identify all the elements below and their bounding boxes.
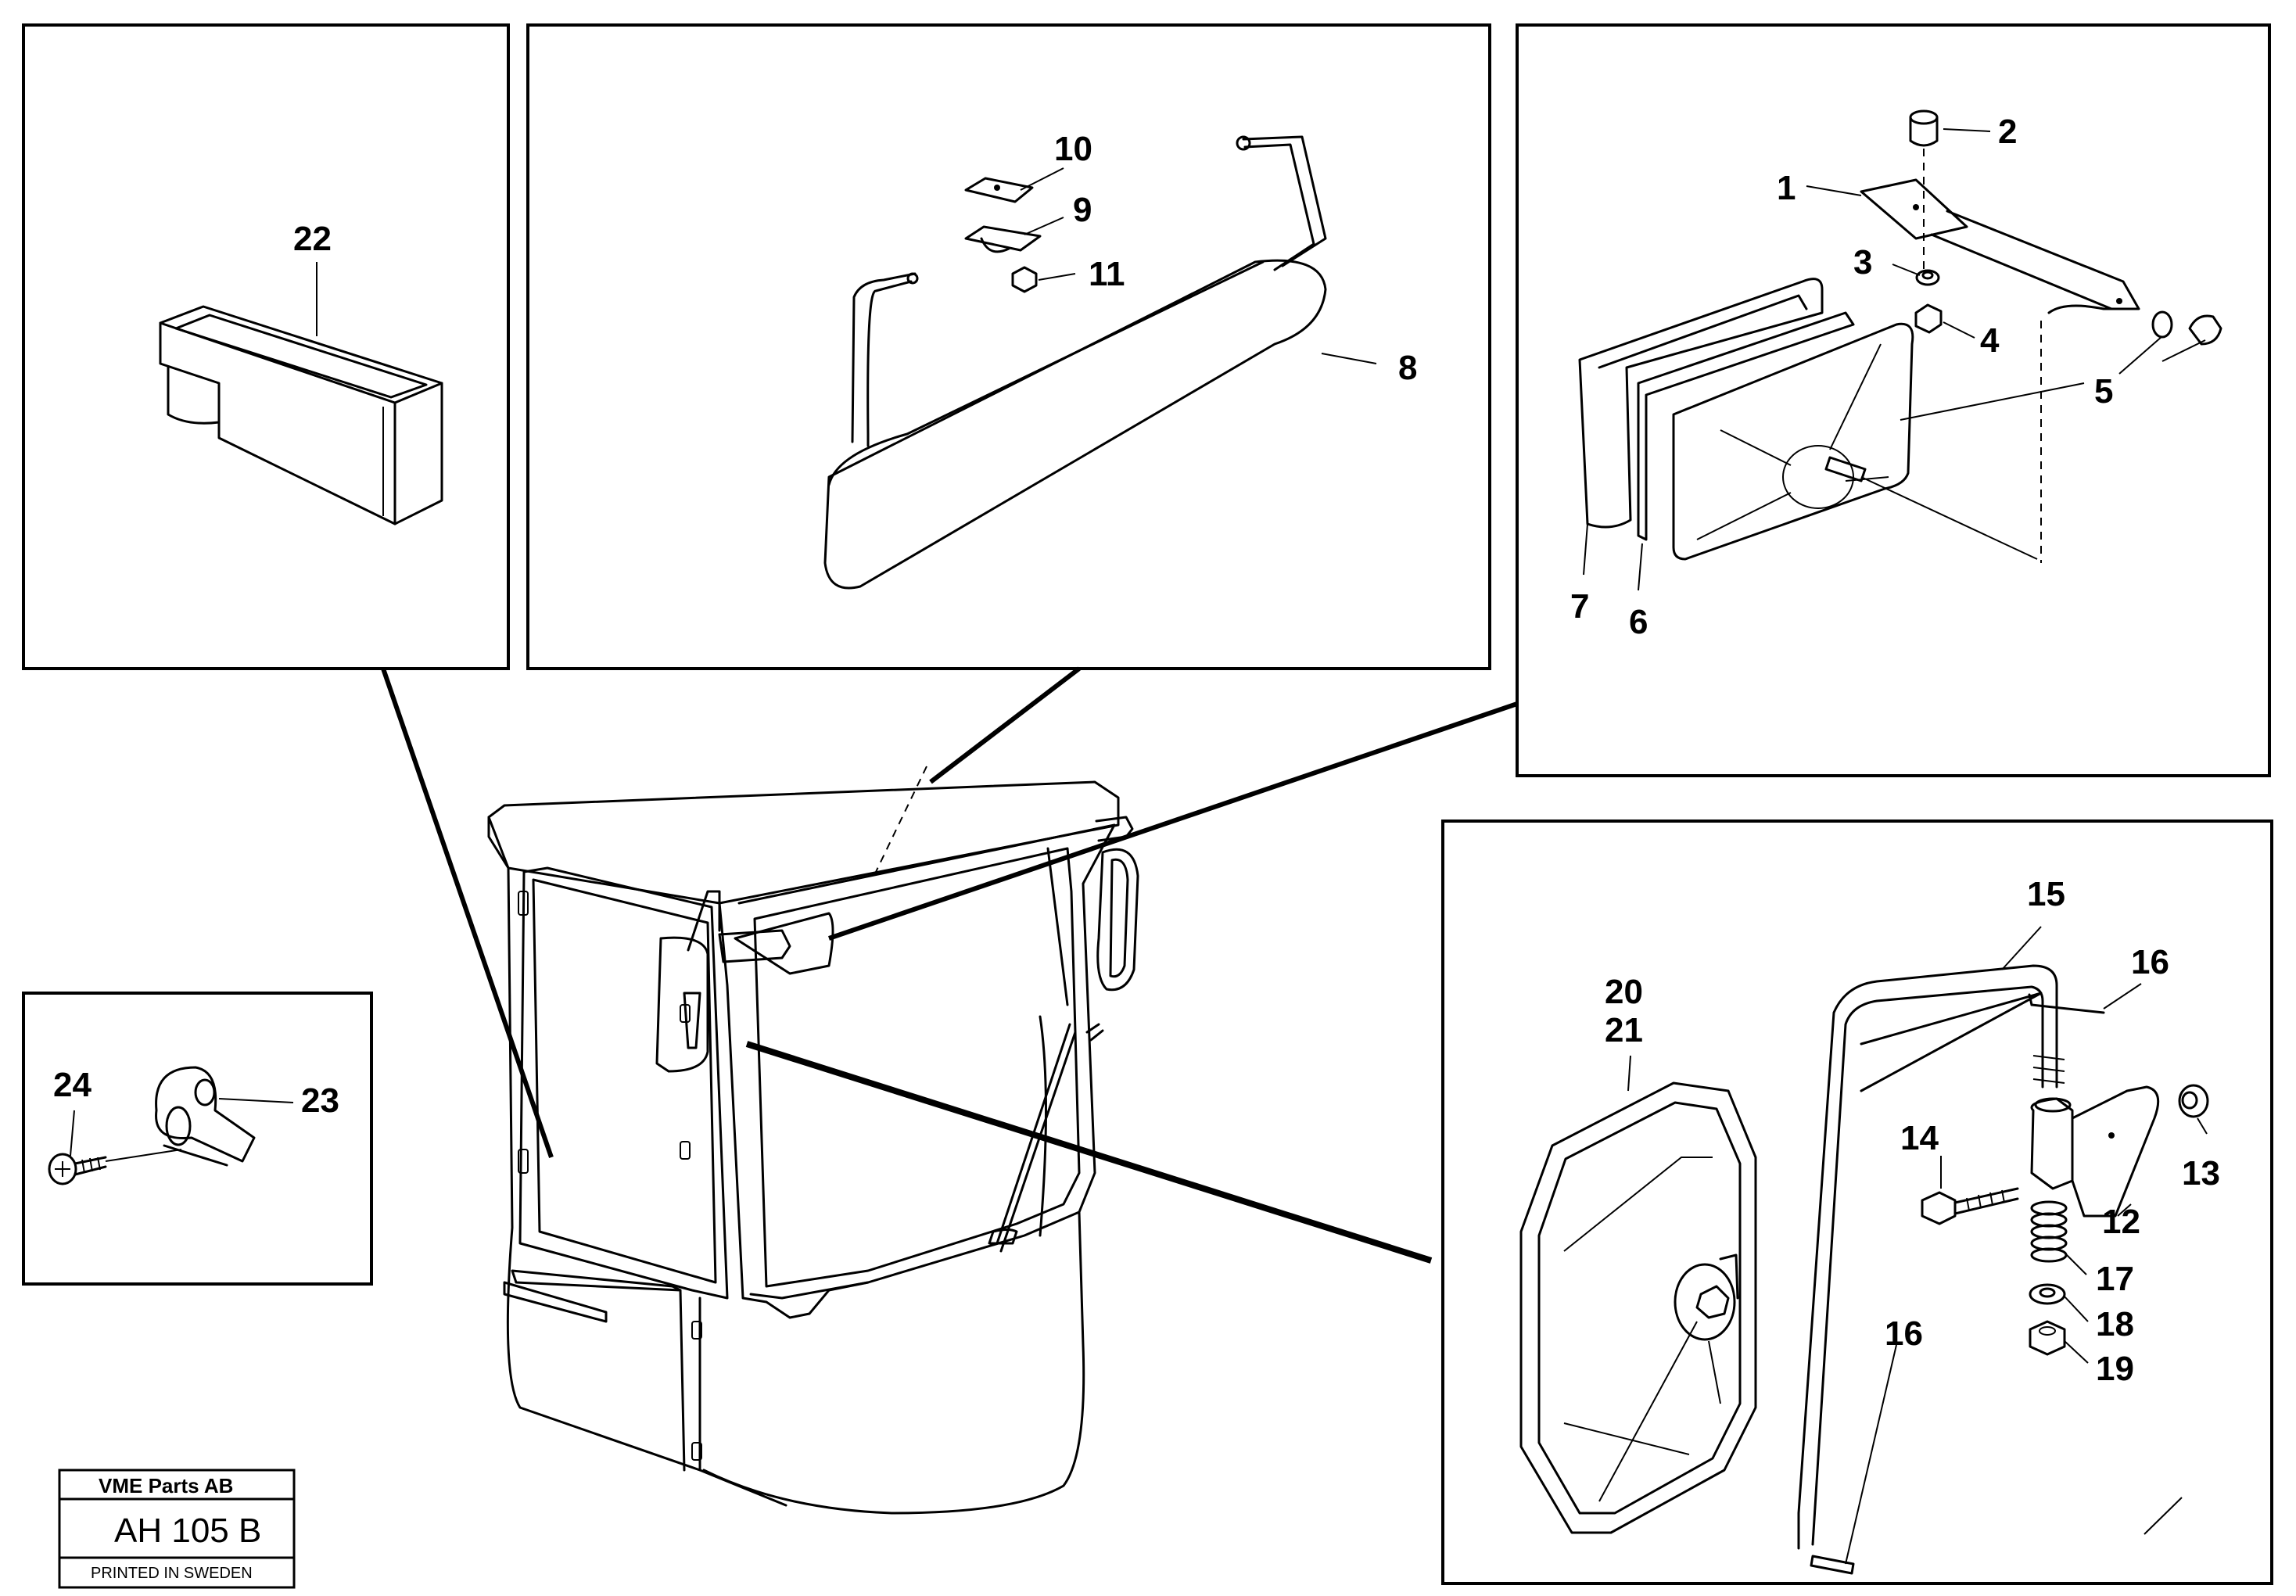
washer-18 <box>2029 1283 2066 1305</box>
mirror-arm-15 <box>1797 964 2065 1550</box>
pin-16-bottom <box>1810 1555 1855 1575</box>
callout-17: 17 <box>2096 1260 2134 1298</box>
nut-11 <box>1011 266 1038 293</box>
bracket-23 <box>155 1066 256 1167</box>
storage-box-drawing <box>159 305 443 525</box>
callout-6: 6 <box>1629 603 1648 641</box>
callout-21: 21 <box>1605 1011 1643 1049</box>
bolt-14 <box>1921 1187 2019 1225</box>
callout-11: 11 <box>1089 255 1125 293</box>
callout-7: 7 <box>1570 587 1589 626</box>
mirror-arm-1 <box>1860 178 2140 314</box>
callout-12: 12 <box>2102 1203 2140 1241</box>
callout-8: 8 <box>1398 349 1417 387</box>
callout-16-bottom: 16 <box>1885 1314 1923 1353</box>
cap-13 <box>2178 1084 2209 1118</box>
panel-rear-mirror: 2 1 3 4 5 7 6 <box>1516 23 2271 777</box>
callout-15: 15 <box>2027 875 2065 913</box>
callout-22: 22 <box>293 220 332 258</box>
panel-storage-box: 22 <box>22 23 510 670</box>
callout-19: 19 <box>2096 1350 2134 1388</box>
callout-18: 18 <box>2096 1305 2134 1343</box>
washer-nut-5 <box>2151 310 2222 346</box>
callout-16-top: 16 <box>2131 943 2169 981</box>
callout-13: 13 <box>2182 1154 2220 1193</box>
panel-fixing: 23 24 <box>22 992 373 1286</box>
cap-2 <box>1909 109 1939 147</box>
company-name: VME Parts AB <box>99 1474 233 1497</box>
callout-2: 2 <box>1998 113 2017 151</box>
mirror-gasket-6 <box>1637 311 1855 541</box>
mirror-frame-7 <box>1578 278 1824 529</box>
mirror-glass <box>1672 322 1914 561</box>
callout-4: 4 <box>1980 321 2000 360</box>
screw-24 <box>48 1153 107 1185</box>
printed-in: PRINTED IN SWEDEN <box>91 1565 253 1582</box>
spring-17 <box>2030 1200 2068 1263</box>
panel-main-mirror: 15 16 20 21 14 13 12 17 18 19 16 <box>1441 820 2273 1585</box>
callout-1: 1 <box>1777 169 1796 207</box>
callout-24: 24 <box>53 1066 91 1104</box>
callout-5: 5 <box>2094 372 2113 411</box>
bracket-9 <box>964 225 1042 253</box>
callout-23: 23 <box>301 1081 339 1120</box>
callout-3: 3 <box>1853 243 1872 282</box>
callout-9: 9 <box>1073 191 1092 229</box>
panel-sun-visor: 10 9 11 8 <box>526 23 1491 670</box>
nut-4 <box>1914 303 1943 334</box>
nut-19 <box>2029 1320 2066 1356</box>
bracket-10 <box>964 177 1034 203</box>
title-block: VME Parts AB AH 105 B PRINTED IN SWEDEN <box>58 1469 296 1589</box>
callout-20: 20 <box>1605 973 1643 1011</box>
callout-14: 14 <box>1900 1119 1939 1157</box>
hinge-bracket-12 <box>2030 1085 2160 1218</box>
washer-3 <box>1915 269 1940 286</box>
sun-visor-drawing <box>823 135 1327 590</box>
drawing-number: AH 105 B <box>114 1512 261 1550</box>
pin-16-top <box>2028 993 2105 1014</box>
connector-lines <box>381 666 1518 1264</box>
callout-10: 10 <box>1054 130 1092 168</box>
mirror-20-21 <box>1519 1081 1757 1534</box>
